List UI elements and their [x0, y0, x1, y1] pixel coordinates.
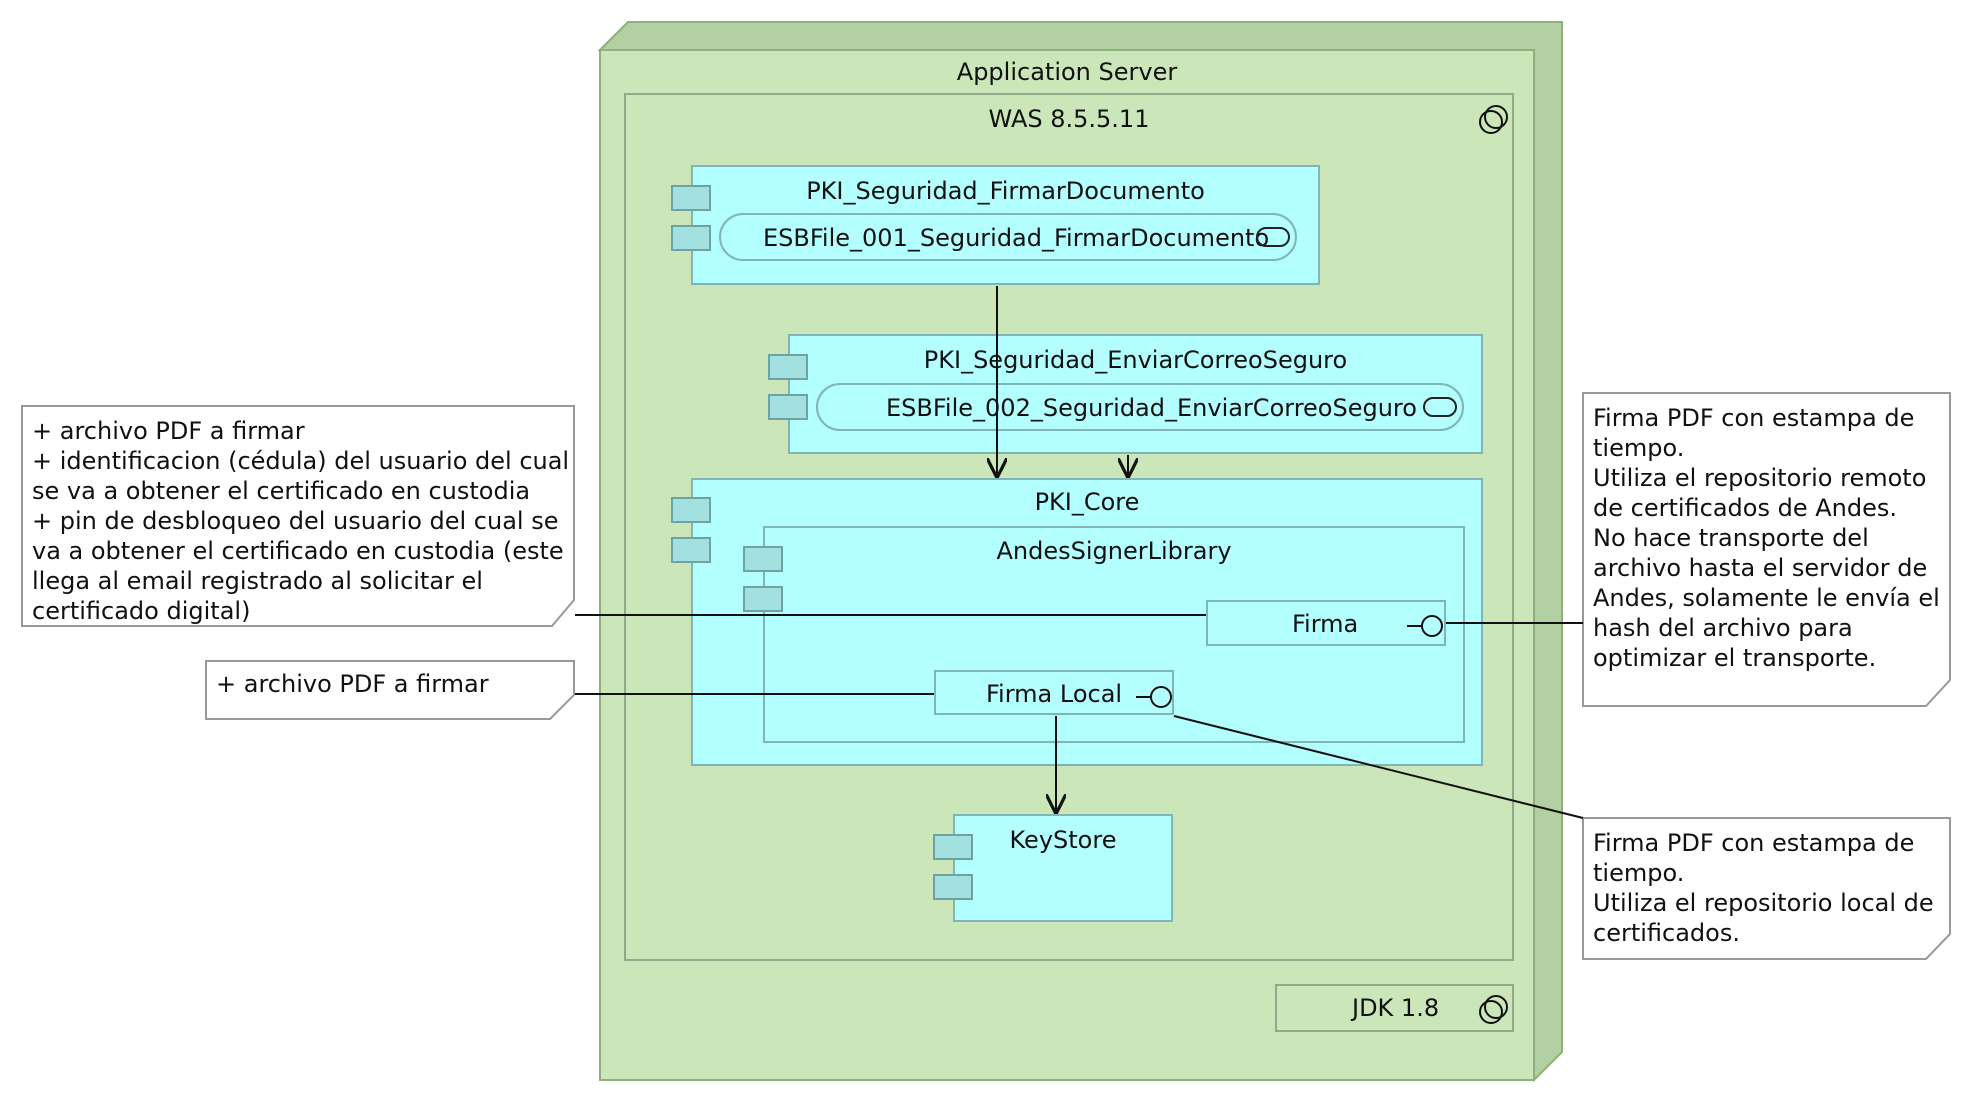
note-line: hash del archivo para — [1593, 614, 1853, 642]
component-port-icon — [933, 834, 973, 860]
component-andes-title: AndesSignerLibrary — [996, 537, 1232, 565]
component-port-icon — [671, 225, 711, 251]
component-port-icon — [743, 546, 783, 572]
note-line: + pin de desbloqueo del usuario del cual… — [32, 507, 559, 535]
node-title: Application Server — [956, 58, 1178, 86]
note-line: + archivo PDF a firmar — [32, 417, 305, 445]
component-core-title: PKI_Core — [1034, 488, 1140, 516]
note-right-top: Firma PDF con estampa de tiempo. Utiliza… — [1583, 393, 1950, 706]
interface-firma-local-label: Firma Local — [986, 680, 1123, 708]
note-line: se va a obtener el certificado en custod… — [32, 477, 531, 505]
note-line: llega al email registrado al solicitar e… — [32, 567, 483, 595]
was-title: WAS 8.5.5.11 — [988, 105, 1150, 133]
note-line: tiempo. — [1593, 859, 1685, 887]
service-esbfile-001-label: ESBFile_001_Seguridad_FirmarDocumento — [763, 224, 1270, 252]
component-firmar-title: PKI_Seguridad_FirmarDocumento — [806, 177, 1205, 205]
note-line: tiempo. — [1593, 434, 1685, 462]
note-line: certificados. — [1593, 919, 1740, 947]
note-right-bottom: Firma PDF con estampa de tiempo. Utiliza… — [1583, 818, 1950, 959]
service-esbfile-002-label: ESBFile_002_Seguridad_EnviarCorreoSeguro — [886, 394, 1417, 422]
note-left-top: + archivo PDF a firmar + identificacion … — [22, 406, 574, 626]
note-line: Andes, solamente le envía el — [1593, 584, 1940, 612]
note-line: va a obtener el certificado en custodia … — [32, 537, 564, 565]
note-line: archivo hasta el servidor de — [1593, 554, 1928, 582]
component-keystore-title: KeyStore — [1009, 826, 1117, 854]
note-left-bottom: + archivo PDF a firmar — [206, 661, 574, 719]
component-port-icon — [933, 874, 973, 900]
note-line: + archivo PDF a firmar — [216, 670, 489, 698]
note-line: Firma PDF con estampa de — [1593, 404, 1915, 432]
interface-firma[interactable]: Firma — [1206, 600, 1446, 646]
service-esbfile-002[interactable]: ESBFile_002_Seguridad_EnviarCorreoSeguro — [816, 383, 1464, 431]
note-line: de certificados de Andes. — [1593, 494, 1897, 522]
component-correo-title: PKI_Seguridad_EnviarCorreoSeguro — [923, 346, 1348, 374]
interface-firma-local[interactable]: Firma Local — [934, 670, 1174, 715]
interface-firma-label: Firma — [1292, 610, 1359, 638]
component-port-icon — [743, 586, 783, 612]
service-pill-icon — [1256, 227, 1290, 247]
component-port-icon — [768, 354, 808, 380]
note-line: No hace transporte del — [1593, 524, 1869, 552]
component-port-icon — [671, 185, 711, 211]
note-line: certificado digital) — [32, 597, 251, 625]
note-line: Firma PDF con estampa de — [1593, 829, 1915, 857]
service-pill-icon — [1423, 397, 1457, 417]
component-keystore[interactable]: KeyStore — [953, 814, 1173, 922]
jdk-title: JDK 1.8 — [1352, 994, 1440, 1022]
note-line: Utiliza el repositorio remoto — [1593, 464, 1927, 492]
component-port-icon — [768, 394, 808, 420]
note-line: optimizar el transporte. — [1593, 644, 1877, 672]
component-port-icon — [671, 537, 711, 563]
jdk-container: JDK 1.8 — [1275, 984, 1514, 1032]
component-port-icon — [671, 497, 711, 523]
service-esbfile-001[interactable]: ESBFile_001_Seguridad_FirmarDocumento — [719, 213, 1297, 261]
note-line: + identificacion (cédula) del usuario de… — [32, 447, 570, 475]
note-line: Utiliza el repositorio local de — [1593, 889, 1934, 917]
